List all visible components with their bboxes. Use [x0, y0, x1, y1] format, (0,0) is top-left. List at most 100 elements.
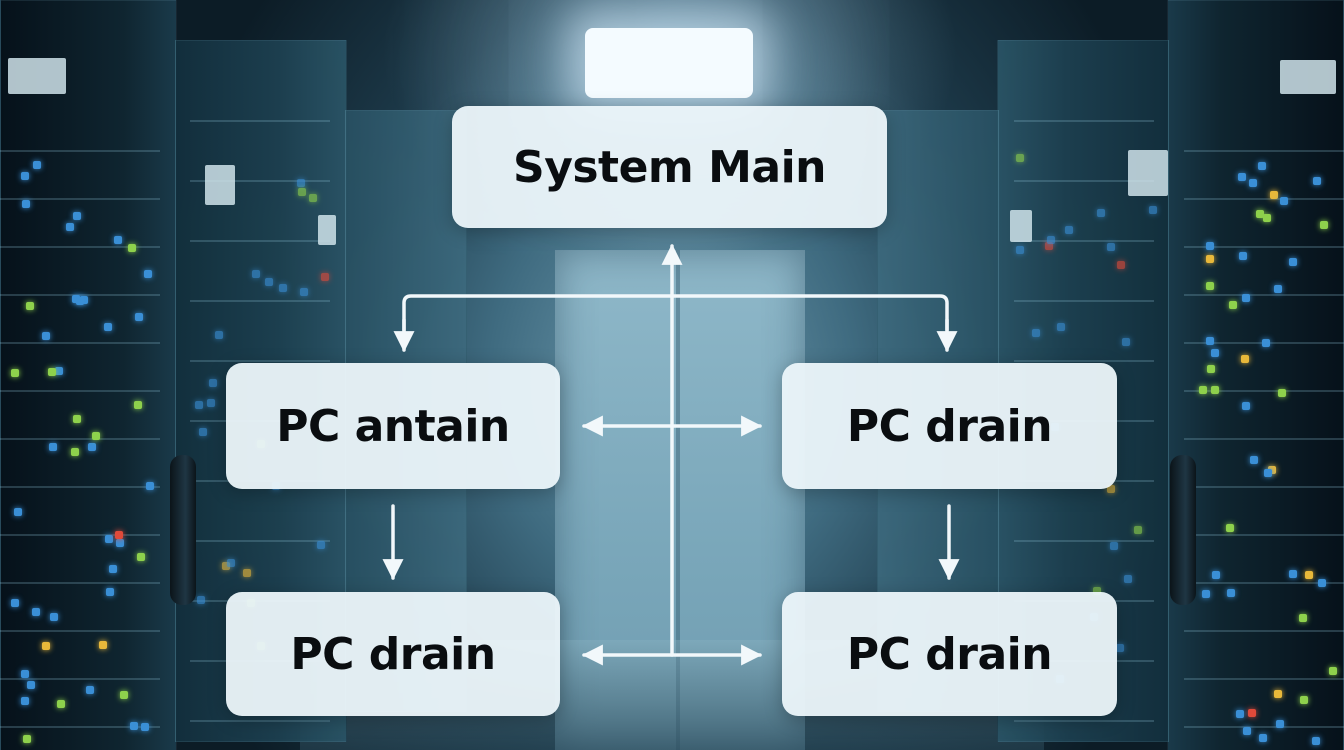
rack-shelf	[1184, 486, 1344, 488]
rack-status-led	[146, 482, 154, 490]
rack-status-led	[243, 569, 251, 577]
rack-status-led	[195, 401, 203, 409]
rack-status-led	[215, 331, 223, 339]
rack-status-led	[1262, 339, 1270, 347]
rack-status-led	[1199, 386, 1207, 394]
rack-label-plate	[1010, 210, 1032, 242]
rack-status-led	[1239, 252, 1247, 260]
rack-status-led	[1206, 337, 1214, 345]
rack-shelf	[0, 294, 160, 296]
rack-status-led	[21, 697, 29, 705]
rack-status-led	[109, 565, 117, 573]
rack-shelf	[0, 438, 160, 440]
rack-status-led	[21, 670, 29, 678]
node-pc-antain: PC antain	[226, 363, 560, 489]
rack-status-led	[99, 641, 107, 649]
rack-status-led	[115, 531, 123, 539]
rack-shelf	[1184, 150, 1344, 152]
rack-status-led	[1256, 210, 1264, 218]
rack-status-led	[1116, 644, 1124, 652]
rack-status-led	[1249, 179, 1257, 187]
rack-status-led	[1212, 571, 1220, 579]
rack-status-led	[1047, 236, 1055, 244]
rack-status-led	[1320, 221, 1328, 229]
rack-status-led	[207, 399, 215, 407]
rack-status-led	[1299, 614, 1307, 622]
rack-status-led	[297, 179, 305, 187]
rack-status-led	[114, 236, 122, 244]
rack-shelf	[1184, 198, 1344, 200]
rack-status-led	[22, 200, 30, 208]
rack-status-led	[321, 273, 329, 281]
rack-shelf	[0, 534, 160, 536]
rack-status-led	[1093, 587, 1101, 595]
rack-status-led	[309, 194, 317, 202]
rack-status-led	[92, 432, 100, 440]
rack-status-led	[1289, 258, 1297, 266]
rack-status-led	[1242, 402, 1250, 410]
rack-shelf	[1014, 360, 1154, 362]
rack-status-led	[1280, 197, 1288, 205]
rack-status-led	[1122, 338, 1130, 346]
rack-status-led	[128, 244, 136, 252]
rack-status-led	[130, 722, 138, 730]
rack-status-led	[1313, 177, 1321, 185]
rack-status-led	[21, 172, 29, 180]
rack-shelf	[1184, 534, 1344, 536]
rack-status-led	[116, 539, 124, 547]
rack-shelf	[1014, 300, 1154, 302]
rack-status-led	[1276, 720, 1284, 728]
rack-shelf	[0, 198, 160, 200]
rack-shelf	[190, 360, 330, 362]
rack-shelf	[1184, 726, 1344, 728]
rack-shelf	[0, 246, 160, 248]
rack-status-led	[1110, 542, 1118, 550]
rack-status-led	[1264, 469, 1272, 477]
rack-status-led	[66, 223, 74, 231]
rack-status-led	[1259, 734, 1267, 742]
rack-status-led	[1236, 710, 1244, 718]
rack-status-led	[209, 379, 217, 387]
rack-shelf	[1014, 120, 1154, 122]
rack-status-led	[137, 553, 145, 561]
rack-status-led	[1258, 162, 1266, 170]
rack-status-led	[32, 608, 40, 616]
rack-status-led	[33, 161, 41, 169]
rack-status-led	[80, 296, 88, 304]
rack-status-led	[1057, 323, 1065, 331]
rack-status-led	[141, 723, 149, 731]
node-pc-antain-label: PC antain	[276, 400, 510, 452]
rack-status-led	[197, 596, 205, 604]
node-pc-drain-bottom-right-label: PC drain	[846, 628, 1053, 680]
node-pc-drain-bottom-left-label: PC drain	[290, 628, 496, 680]
rack-status-led	[27, 681, 35, 689]
rack-handle-right	[1170, 455, 1196, 605]
rack-shelf	[0, 630, 160, 632]
rack-label-plate	[1128, 150, 1168, 196]
rack-shelf	[1184, 582, 1344, 584]
rack-status-led	[50, 613, 58, 621]
rack-status-led	[1278, 389, 1286, 397]
rack-shelf	[1014, 240, 1154, 242]
rack-status-led	[1289, 570, 1297, 578]
rack-shelf	[1184, 294, 1344, 296]
rack-shelf	[1184, 390, 1344, 392]
rack-status-led	[1107, 243, 1115, 251]
rack-status-led	[1300, 696, 1308, 704]
rack-shelf	[1014, 540, 1154, 542]
rack-status-led	[1274, 285, 1282, 293]
rack-status-led	[1238, 173, 1246, 181]
ceiling-light	[585, 28, 753, 98]
rack-status-led	[199, 428, 207, 436]
rack-status-led	[1248, 709, 1256, 717]
rack-status-led	[1016, 246, 1024, 254]
rack-shelf	[190, 540, 330, 542]
rack-status-led	[1211, 349, 1219, 357]
rack-label-plate	[205, 165, 235, 205]
rack-status-led	[134, 401, 142, 409]
rack-shelf	[0, 390, 160, 392]
rack-status-led	[135, 313, 143, 321]
rack-status-led	[120, 691, 128, 699]
rack-shelf	[190, 720, 330, 722]
rack-status-led	[1124, 575, 1132, 583]
